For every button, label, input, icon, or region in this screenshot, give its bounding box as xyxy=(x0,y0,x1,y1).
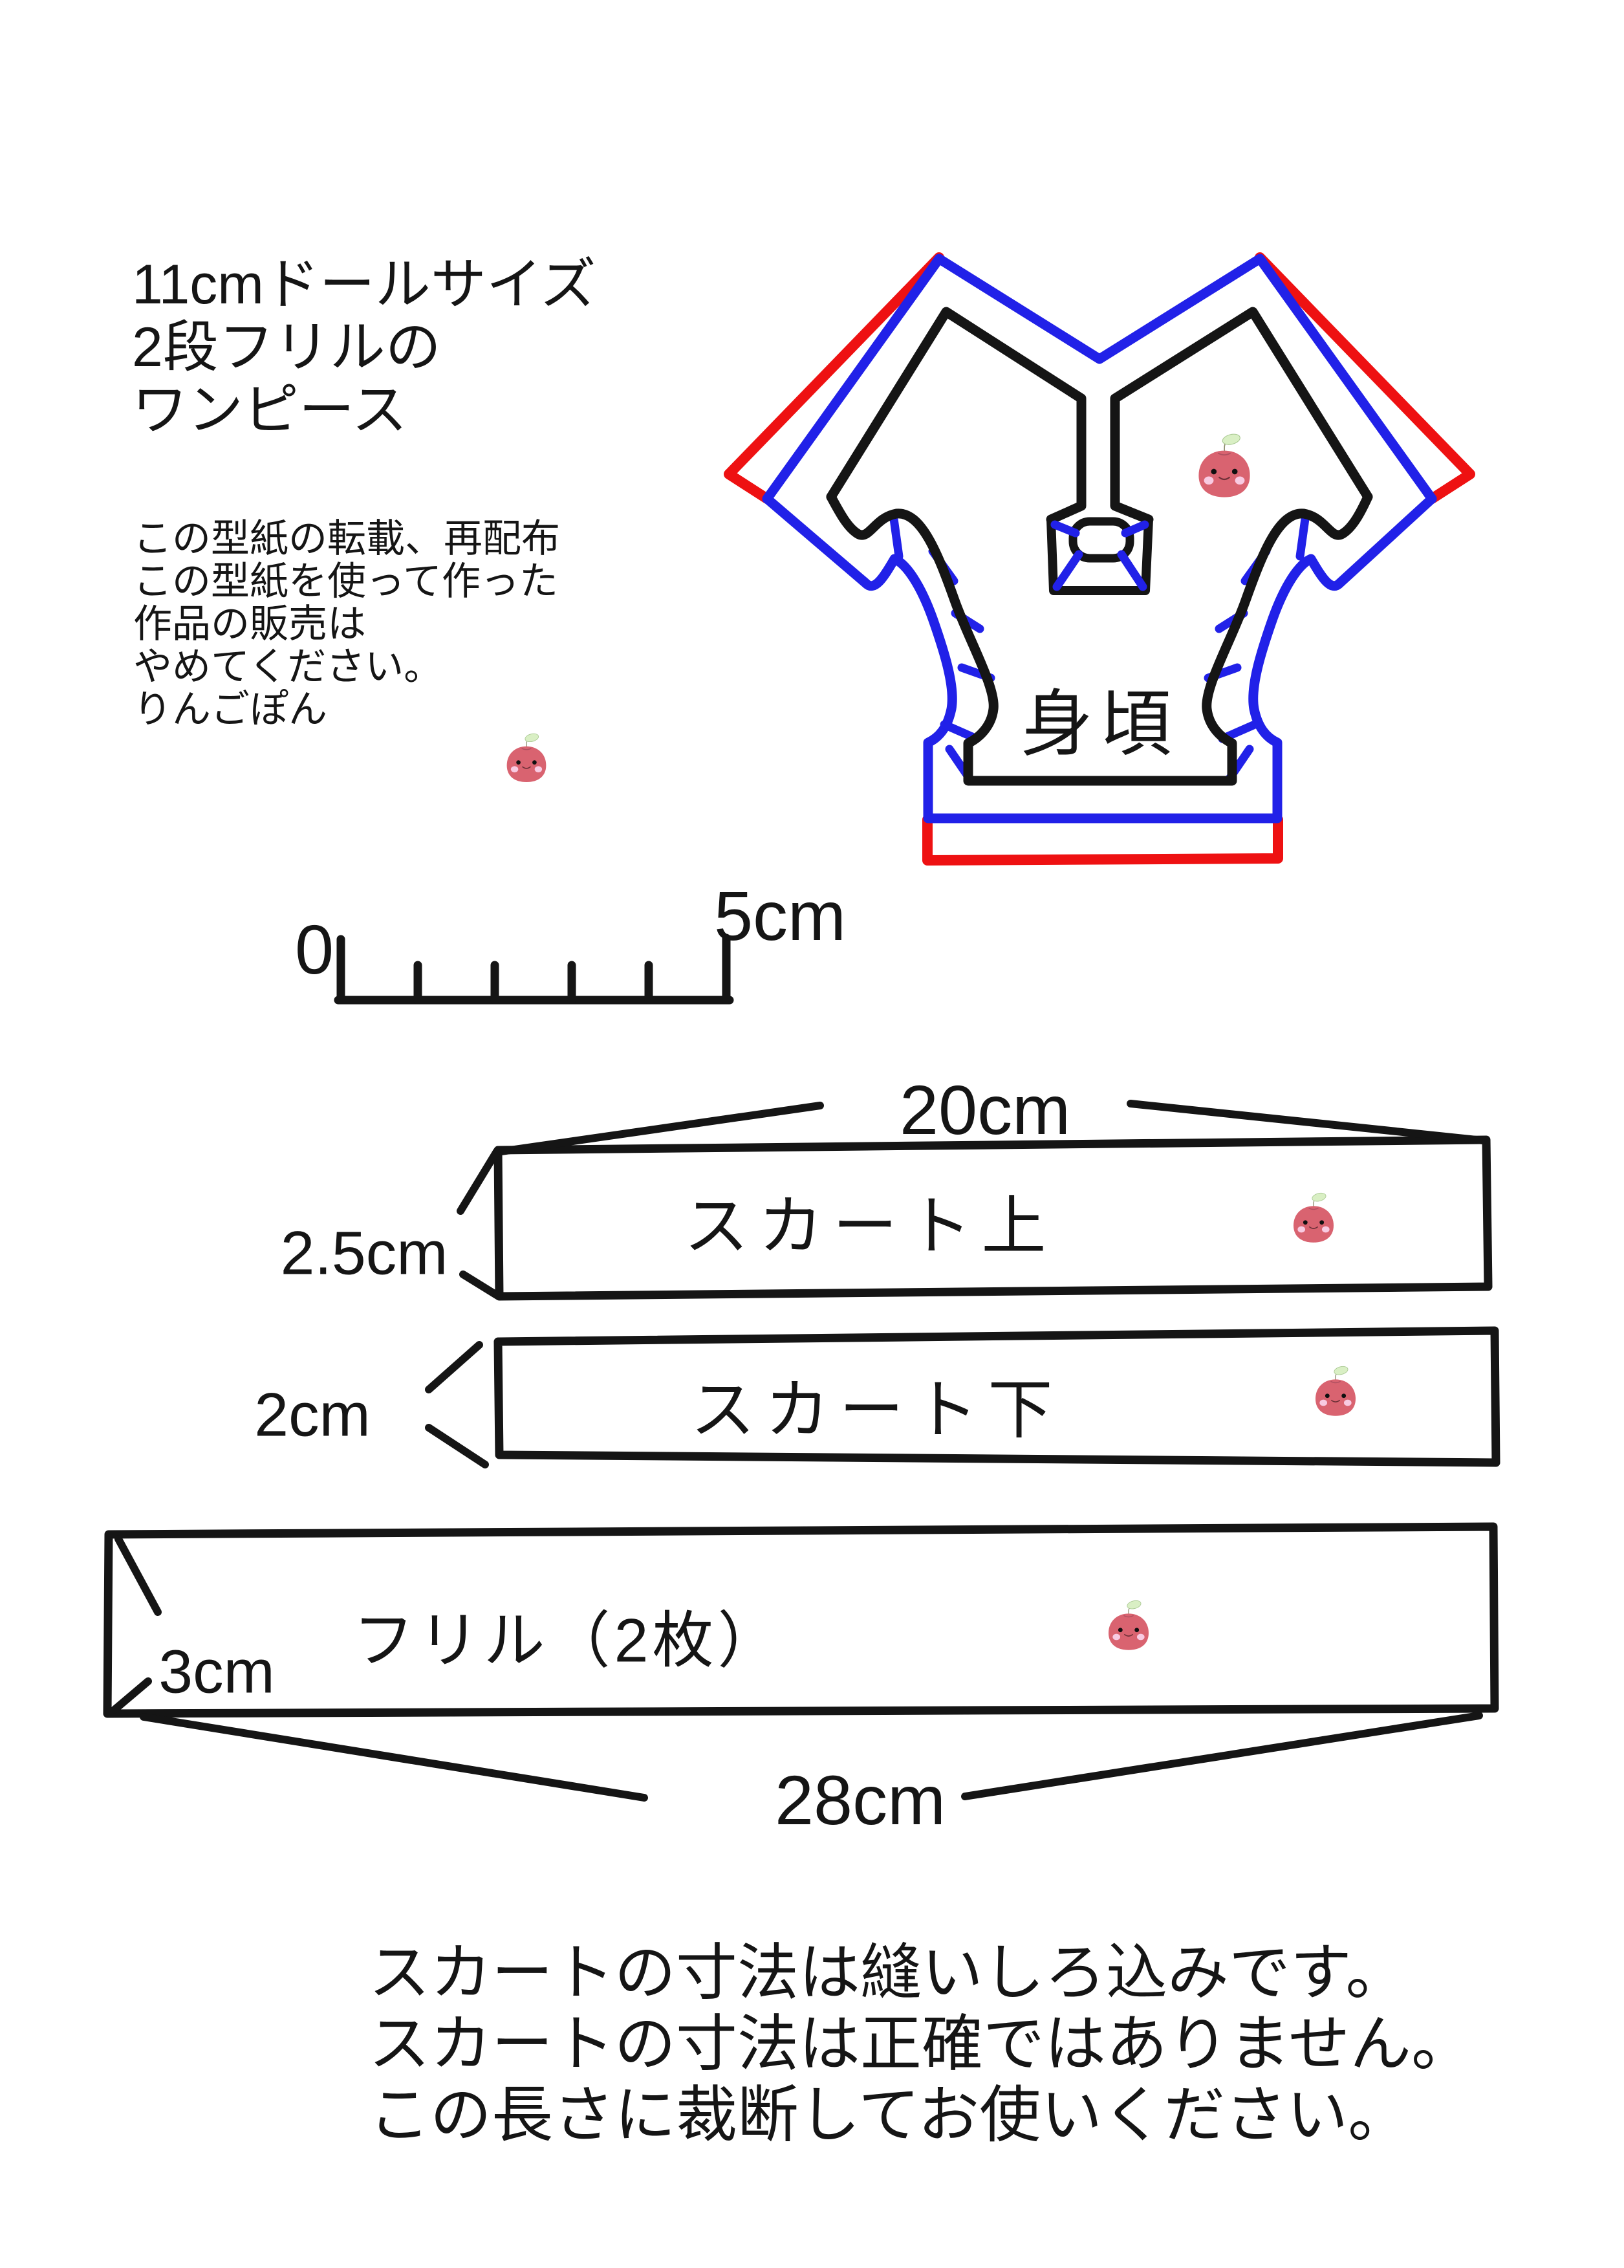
skirt-bottom-piece xyxy=(425,1326,1500,1468)
bodice-outline-right xyxy=(1110,307,1373,525)
apple-mascot-icon xyxy=(506,732,547,783)
ruler-zero-label: 0 xyxy=(294,910,334,988)
footer-line: スカートの寸法は縫いしろ込みです。 xyxy=(369,1939,1407,2007)
usage-notice: この型紙の転載、再配布 この型紙を使って作った 作品の販売は やめてください。 … xyxy=(133,518,560,731)
skirt-top-height-label: 2.5cm xyxy=(280,1219,448,1288)
footer-line: スカートの寸法は正確ではありません。 xyxy=(369,2010,1473,2078)
frill-height-label: 3cm xyxy=(158,1637,275,1706)
width-leader-right xyxy=(1127,1100,1487,1144)
skirt-bottom-rect xyxy=(493,1326,1500,1467)
skirt-top-piece xyxy=(457,1100,1493,1301)
notice-line: この型紙の転載、再配布 xyxy=(133,517,560,560)
notice-line: 作品の販売は xyxy=(133,602,366,646)
apple-mascot-icon xyxy=(1198,431,1251,498)
cut-edge-line-left xyxy=(724,252,944,504)
frill-label: フリル（2枚） xyxy=(352,1606,783,1675)
skirt-bottom-label: スカート下 xyxy=(690,1374,1063,1446)
footer-line: この長さに裁断してお使いください。 xyxy=(369,2081,1410,2150)
frill-rect xyxy=(103,1522,1499,1718)
width-leader-left xyxy=(140,1713,648,1802)
height-leader-top xyxy=(425,1341,483,1393)
width-leader-left xyxy=(497,1102,824,1155)
seam-allowance-bottom xyxy=(762,494,1437,823)
title-line: 11cmドールサイズ xyxy=(132,254,596,316)
bodice-pattern-piece xyxy=(724,252,1475,866)
scale-ruler xyxy=(334,933,734,1005)
skirt-top-width-label: 20cm xyxy=(899,1071,1071,1149)
skirt-top-label: スカート上 xyxy=(684,1190,1056,1263)
height-leader-bottom xyxy=(111,1677,152,1714)
notice-line: りんごぽん xyxy=(133,688,327,731)
bodice-outline-body xyxy=(826,492,1373,786)
frill-piece xyxy=(103,1522,1499,1802)
cut-edge-line-bottom xyxy=(922,814,1283,866)
cut-edge-line-right xyxy=(1255,252,1475,504)
height-leader-top xyxy=(457,1148,501,1215)
width-leader-right xyxy=(961,1712,1483,1800)
footer-notes: スカートの寸法は縫いしろ込みです。 スカートの寸法は正確ではありません。 この長… xyxy=(369,1937,1473,2151)
height-leader-top xyxy=(114,1535,162,1616)
frill-width-label: 28cm xyxy=(774,1761,946,1839)
height-leader-bottom xyxy=(459,1270,503,1300)
ruler-end-label: 5cm xyxy=(713,877,847,955)
bodice-outline-left xyxy=(826,307,1087,525)
neck-facing-fold-lines xyxy=(1050,520,1149,591)
height-leader-bottom xyxy=(425,1424,489,1468)
neck-facing-outline xyxy=(1046,515,1153,595)
title-line: ワンピース xyxy=(132,379,407,441)
pattern-title: 11cmドールサイズ 2段フリルの ワンピース xyxy=(132,254,596,442)
skirt-top-rect xyxy=(493,1135,1493,1301)
notice-line: この型紙を使って作った xyxy=(133,560,558,603)
seam-allowance-top xyxy=(762,254,1437,504)
title-line: 2段フリルの xyxy=(132,316,441,378)
bodice-label: 身頃 xyxy=(1021,684,1178,765)
notice-line: やめてください。 xyxy=(133,645,443,688)
neck-opening xyxy=(1068,517,1134,563)
skirt-bottom-height-label: 2cm xyxy=(254,1380,371,1450)
